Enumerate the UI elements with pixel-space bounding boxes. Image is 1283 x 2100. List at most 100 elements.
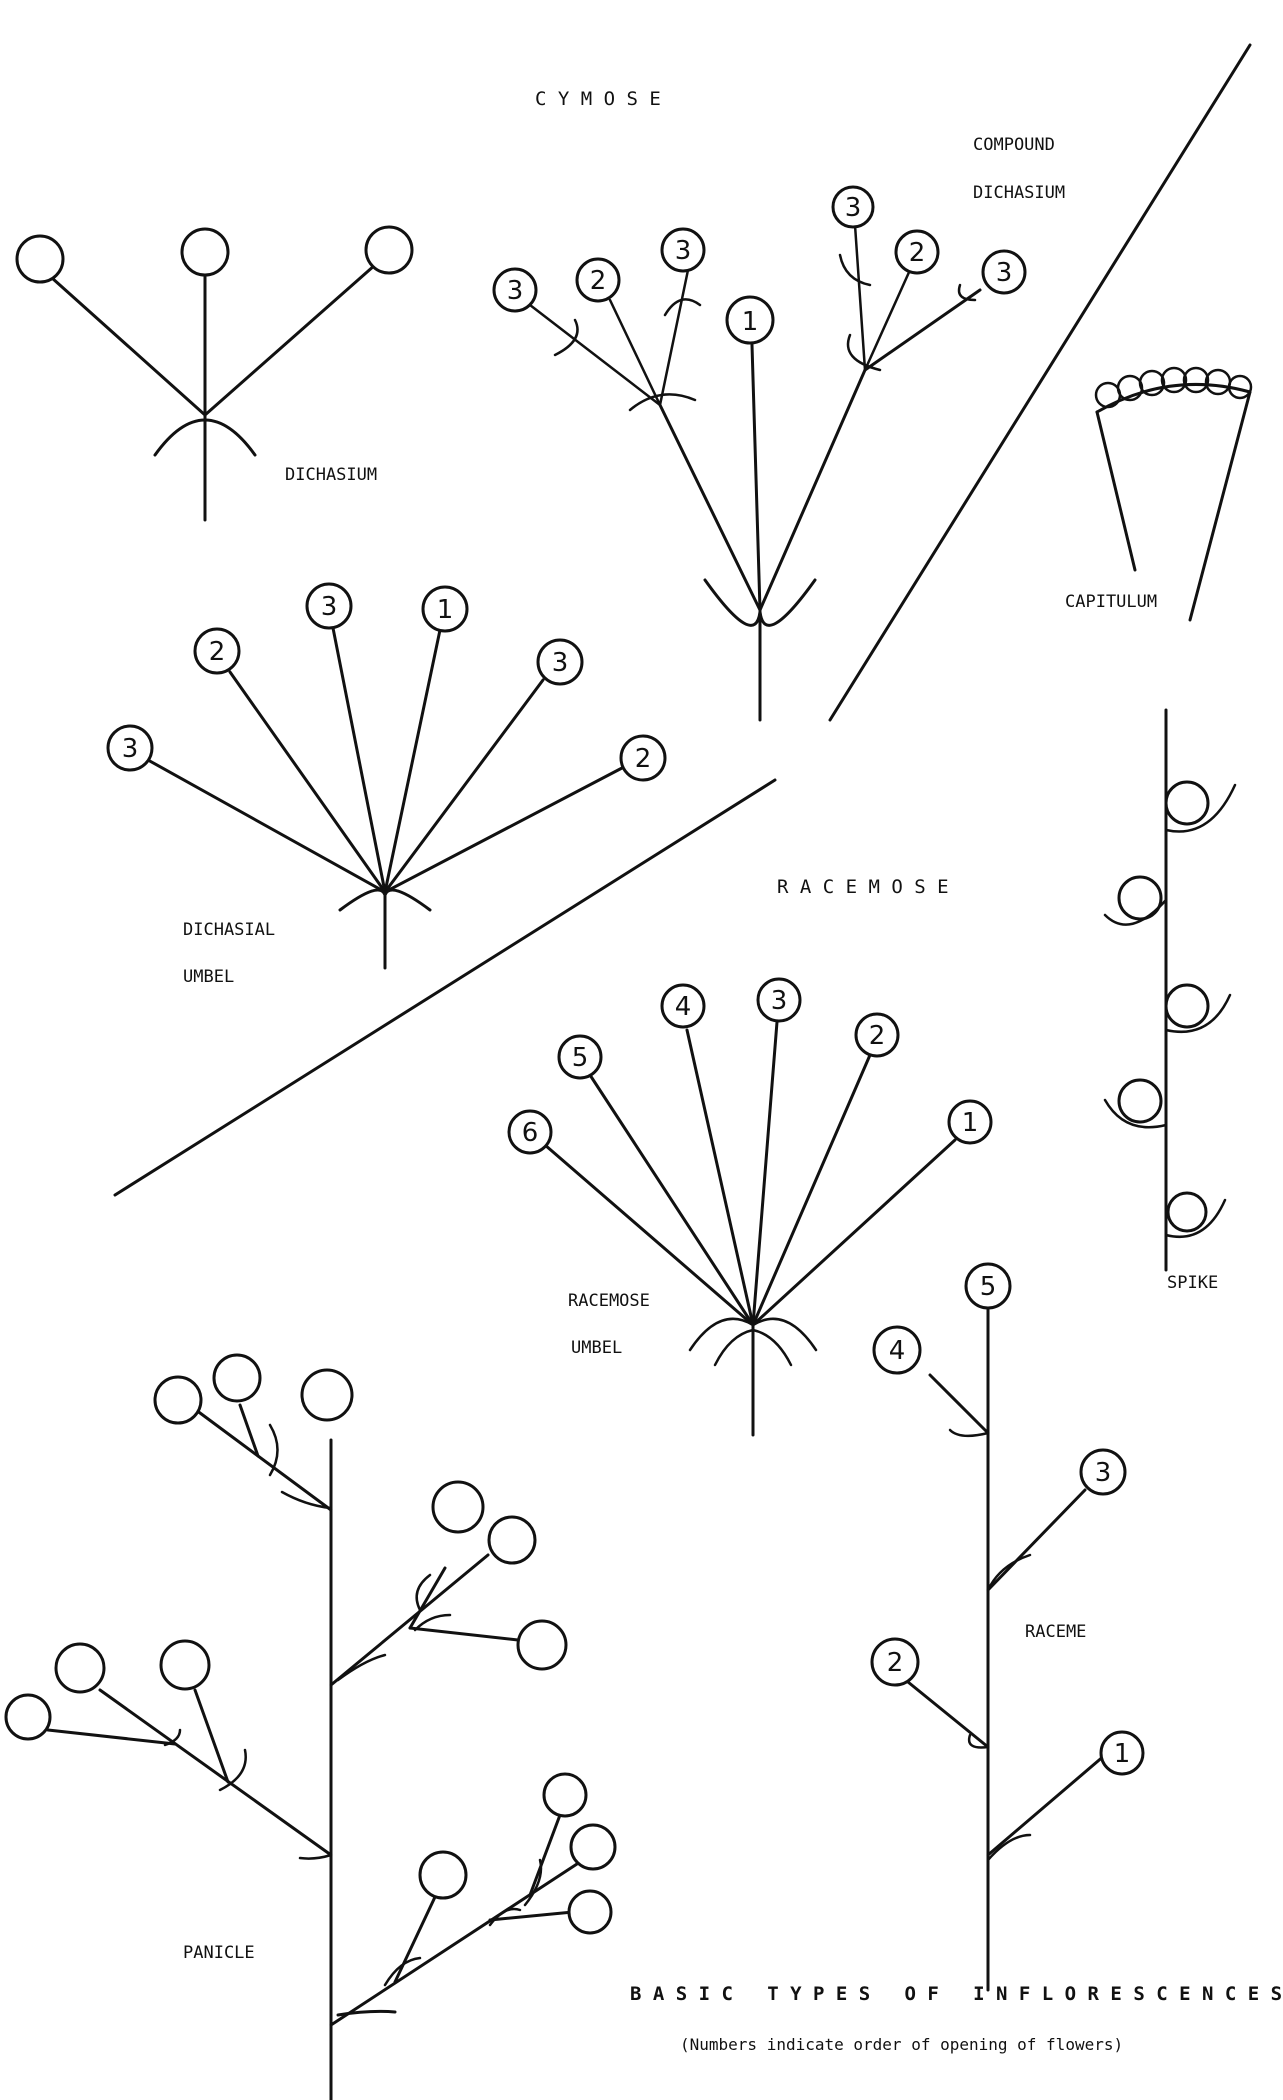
flower — [1099, 1730, 1145, 1776]
flower — [619, 734, 667, 782]
flower — [1117, 875, 1163, 921]
flower-number: 3 — [771, 986, 788, 1016]
capitulum-diagram — [1094, 366, 1253, 622]
flower — [947, 1099, 993, 1145]
flower-number: 3 — [1095, 1458, 1112, 1488]
raceme-flowers: 5 4 3 2 1 — [870, 1262, 1145, 1776]
flower — [1166, 1191, 1208, 1233]
flower — [364, 225, 414, 275]
dichasial-umbel-label-line2: UMBEL — [183, 967, 234, 987]
dichasium-label: DICHASIUM — [285, 465, 377, 485]
flower — [725, 295, 775, 345]
flower — [575, 257, 621, 303]
flower — [660, 983, 706, 1029]
flower — [567, 1889, 613, 1935]
racemose-umbel-label-line1: RACEMOSE — [568, 1291, 650, 1311]
flower — [305, 582, 353, 630]
flower-number: 1 — [1114, 1739, 1131, 1769]
racemose-umbel-flowers: 6 5 4 3 2 1 — [507, 977, 993, 1155]
diagram-title: B A S I C T Y P E S O F I N F L O R E S … — [630, 1983, 1282, 2005]
flower — [1164, 780, 1210, 826]
flower — [557, 1034, 603, 1080]
flower-number: 5 — [572, 1043, 589, 1073]
flower — [193, 627, 241, 675]
flower-number: 1 — [437, 595, 454, 625]
divider-line-upper — [828, 43, 1252, 722]
compound-dichasium-diagram — [528, 223, 982, 722]
flower — [106, 724, 154, 772]
capitulum-label: CAPITULUM — [1065, 592, 1157, 612]
flower-number: 3 — [507, 276, 524, 306]
racemose-umbel-diagram — [543, 1020, 957, 1437]
flower-number: 2 — [635, 744, 652, 774]
flower — [872, 1325, 922, 1375]
flower — [536, 638, 584, 686]
flower — [54, 1642, 106, 1694]
flower-number: 2 — [887, 1648, 904, 1678]
flower-number: 6 — [522, 1118, 539, 1148]
flower — [854, 1012, 900, 1058]
flower — [153, 1375, 203, 1425]
flower-number: 3 — [321, 592, 338, 622]
flower — [870, 1637, 920, 1687]
flower-number: 3 — [122, 734, 139, 764]
flower — [660, 227, 706, 273]
flower — [418, 1850, 468, 1900]
dichasium-diagram — [15, 225, 414, 522]
flower-number: 2 — [590, 266, 607, 296]
flower — [1164, 983, 1210, 1029]
flower — [831, 185, 875, 229]
flower — [542, 1772, 588, 1818]
flower — [487, 1515, 537, 1565]
flower — [1117, 1078, 1163, 1124]
dichasial-umbel-label-line1: DICHASIAL — [183, 920, 275, 940]
flower — [180, 227, 230, 277]
dichasial-umbel-diagram — [146, 626, 624, 970]
flower-number: 4 — [675, 992, 692, 1022]
flower-number: 1 — [742, 307, 759, 337]
flower-number: 3 — [675, 236, 692, 266]
flower-number: 2 — [209, 637, 226, 667]
flower-number: 2 — [869, 1021, 886, 1051]
dichasial-umbel-flowers: 3 2 3 1 3 2 — [106, 582, 667, 782]
raceme-diagram — [906, 1303, 1107, 1992]
flower — [4, 1693, 52, 1741]
racemose-umbel-label-line2: UMBEL — [571, 1338, 622, 1358]
flower — [981, 249, 1027, 295]
flower — [431, 1480, 485, 1534]
flower — [1079, 1448, 1127, 1496]
flower — [300, 1368, 354, 1422]
compound-dichasium-flowers: 3 2 3 1 3 2 3 — [492, 185, 1027, 345]
flower-number: 1 — [962, 1108, 979, 1138]
cymose-heading: C Y M O S E — [535, 88, 661, 110]
flower-number: 5 — [980, 1272, 997, 1302]
flower-number: 3 — [552, 648, 569, 678]
raceme-label: RACEME — [1025, 1622, 1086, 1642]
divider-line-lower — [113, 778, 777, 1197]
panicle-flowers — [4, 1353, 617, 1935]
flower — [894, 229, 940, 275]
flower-number: 2 — [909, 238, 926, 268]
flower — [421, 585, 469, 633]
panicle-diagram — [46, 1403, 582, 2100]
diagram-subtitle: (Numbers indicate order of opening of fl… — [680, 2035, 1123, 2054]
compound-dichasium-label-line2: DICHASIUM — [973, 183, 1065, 203]
compound-dichasium-label-line1: COMPOUND — [973, 135, 1055, 155]
panicle-label: PANICLE — [183, 1943, 255, 1963]
flower — [516, 1619, 568, 1671]
flower — [756, 977, 802, 1023]
flower — [492, 267, 538, 313]
flower — [964, 1262, 1012, 1310]
spike-diagram — [1103, 708, 1237, 1272]
spike-label: SPIKE — [1167, 1273, 1218, 1293]
flower — [159, 1639, 211, 1691]
flower-number: 3 — [845, 193, 862, 223]
flower-number: 4 — [889, 1336, 906, 1366]
flower — [212, 1353, 262, 1403]
racemose-heading: R A C E M O S E — [777, 876, 949, 898]
flower — [507, 1109, 553, 1155]
flower-number: 3 — [996, 258, 1013, 288]
flower — [569, 1823, 617, 1871]
flower — [15, 234, 65, 284]
